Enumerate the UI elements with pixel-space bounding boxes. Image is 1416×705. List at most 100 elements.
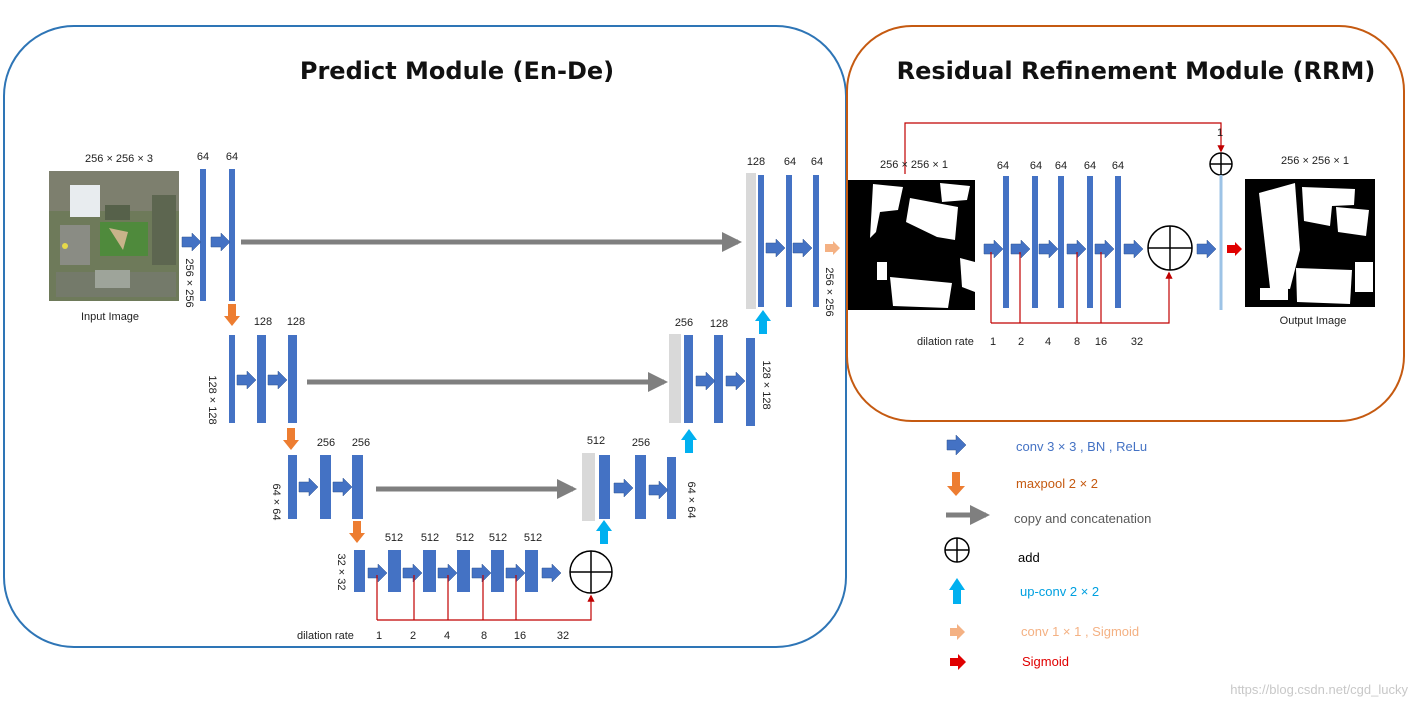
rrm-output-caption: Output Image xyxy=(1280,315,1347,327)
predict-module-title: Predict Module (En-De) xyxy=(300,57,614,85)
dec2-upconv-arrow xyxy=(681,429,697,453)
enc2-conv-arrow-2 xyxy=(267,370,288,390)
enc2-block-a xyxy=(257,335,266,423)
dec3-concat-block xyxy=(582,453,595,521)
rrm-block-4 xyxy=(1087,176,1093,308)
rrm-block-2 xyxy=(1032,176,1038,308)
dec3-conv-arrow-1 xyxy=(613,478,634,498)
rrm-sigmoid-arrow xyxy=(1227,242,1242,256)
bridge-block-in xyxy=(354,550,365,592)
dec2-block-in xyxy=(684,335,693,423)
bridge-channel-label-2: 512 xyxy=(421,532,439,544)
bridge-res: 32 × 32 xyxy=(335,553,347,590)
input-image xyxy=(49,171,179,301)
rrm-dilation-rate-6: 32 xyxy=(1131,336,1143,348)
dec1-conv-arrow-1 xyxy=(765,238,786,258)
dec1-upconv-arrow xyxy=(755,310,771,334)
rrm-conv-arrow-6 xyxy=(1123,239,1144,259)
rrm-conv-arrow-3 xyxy=(1038,239,1059,259)
rrm-in-size: 256 × 256 × 1 xyxy=(880,159,948,171)
bridge-dilation-rate-6: 32 xyxy=(557,630,569,642)
dec3-block-a xyxy=(635,455,646,519)
enc1-conv-arrow-2 xyxy=(210,232,231,252)
enc2-res: 128 × 128 xyxy=(206,375,218,424)
rrm-one-label: 1 xyxy=(1217,127,1223,139)
legend-conv1x1: conv 1 × 1 , Sigmoid xyxy=(1021,624,1139,639)
enc1-ch-b: 64 xyxy=(226,151,238,163)
bridge-channel-label-1: 512 xyxy=(385,532,403,544)
enc3-res: 64 × 64 xyxy=(270,483,282,520)
enc3-conv-arrow-2 xyxy=(332,477,353,497)
rrm-channel-label-3: 64 xyxy=(1055,160,1067,172)
watermark: https://blog.csdn.net/cgd_lucky xyxy=(1230,682,1408,697)
dec3-concat-ch: 512 xyxy=(587,435,605,447)
legend-sigmoid: Sigmoid xyxy=(1022,654,1069,669)
enc3-maxpool-arrow xyxy=(349,521,365,543)
maxpool-arrow-icon xyxy=(947,472,965,496)
dec3-block-b xyxy=(667,457,676,519)
enc1-conv-arrow-1 xyxy=(181,232,202,252)
rrm-block-3 xyxy=(1058,176,1064,308)
bridge-dilation-rate-5: 16 xyxy=(514,630,526,642)
enc3-block-in xyxy=(288,455,297,519)
enc2-ch-a: 128 xyxy=(254,316,272,328)
bridge-conv-arrow-1 xyxy=(367,563,388,583)
bridge-block-5 xyxy=(525,550,538,592)
rrm-block-5 xyxy=(1115,176,1121,308)
rrm-conv-arrow-4 xyxy=(1066,239,1087,259)
conv1x1-arrow-icon xyxy=(950,624,965,640)
rrm-channel-label-2: 64 xyxy=(1030,160,1042,172)
dec2-conv-arrow-1 xyxy=(695,371,716,391)
enc2-conv-arrow-1 xyxy=(236,370,257,390)
conv-arrow-icon xyxy=(946,434,967,456)
dec2-conv-arrow-2 xyxy=(725,371,746,391)
dec1-conv1x1-arrow xyxy=(825,241,840,255)
dec1-concat-block xyxy=(746,173,756,309)
dec3-conv-arrow-2 xyxy=(648,480,669,500)
bridge-block-3 xyxy=(457,550,470,592)
enc3-conv-arrow-1 xyxy=(298,477,319,497)
dec1-block-b xyxy=(813,175,819,307)
rrm-conv-arrow-7 xyxy=(1196,239,1217,259)
legend: conv 3 × 3 , BN , ReLu maxpool 2 × 2 cop… xyxy=(944,434,1151,670)
bridge-block-2 xyxy=(423,550,436,592)
dec2-block-b xyxy=(746,338,755,426)
sigmoid-arrow-icon xyxy=(950,654,966,670)
dec2-res: 128 × 128 xyxy=(760,360,772,409)
enc3-ch-b: 256 xyxy=(352,437,370,449)
bridge-dilation-rate-3: 4 xyxy=(444,630,450,642)
rrm-conv-arrow-5 xyxy=(1094,239,1115,259)
upconv-arrow-icon xyxy=(949,578,965,604)
enc1-res: 256 × 256 xyxy=(183,258,195,307)
dec1-ch-a: 64 xyxy=(784,156,796,168)
dec1-res: 256 × 256 xyxy=(823,267,835,316)
rrm-input-map xyxy=(848,180,975,310)
bridge-dilation-line xyxy=(377,594,595,621)
rrm-final-add-node xyxy=(1209,152,1233,176)
enc1-maxpool-arrow xyxy=(224,304,240,326)
dec1-concat-ch: 128 xyxy=(747,156,765,168)
dec1-block-in xyxy=(758,175,764,307)
output-image xyxy=(1245,179,1375,307)
bridge-block-4 xyxy=(491,550,504,592)
enc2-block-in xyxy=(229,335,235,423)
bridge-dilation-rate-4: 8 xyxy=(481,630,487,642)
legend-upconv: up-conv 2 × 2 xyxy=(1020,584,1099,599)
bridge-conv-arrow-3 xyxy=(437,563,458,583)
enc1-ch-a: 64 xyxy=(197,151,209,163)
rrm-residual-path xyxy=(904,122,1225,174)
rrm-conv-arrow-1 xyxy=(983,239,1004,259)
rrm-dilation-rate-1: 1 xyxy=(990,336,996,348)
enc1-block-a xyxy=(200,169,206,301)
dec1-block-a xyxy=(786,175,792,307)
add-icon xyxy=(944,537,970,563)
bridge-conv-arrow-4 xyxy=(471,563,492,583)
rrm-add-node xyxy=(1147,225,1193,271)
dec3-block-in xyxy=(599,455,610,519)
predict-dilation-label: dilation rate xyxy=(297,630,354,642)
bridge-block-1 xyxy=(388,550,401,592)
dec2-block-a xyxy=(714,335,723,423)
bridge-conv-arrow-2 xyxy=(402,563,423,583)
rrm-dilation-line xyxy=(991,271,1173,324)
